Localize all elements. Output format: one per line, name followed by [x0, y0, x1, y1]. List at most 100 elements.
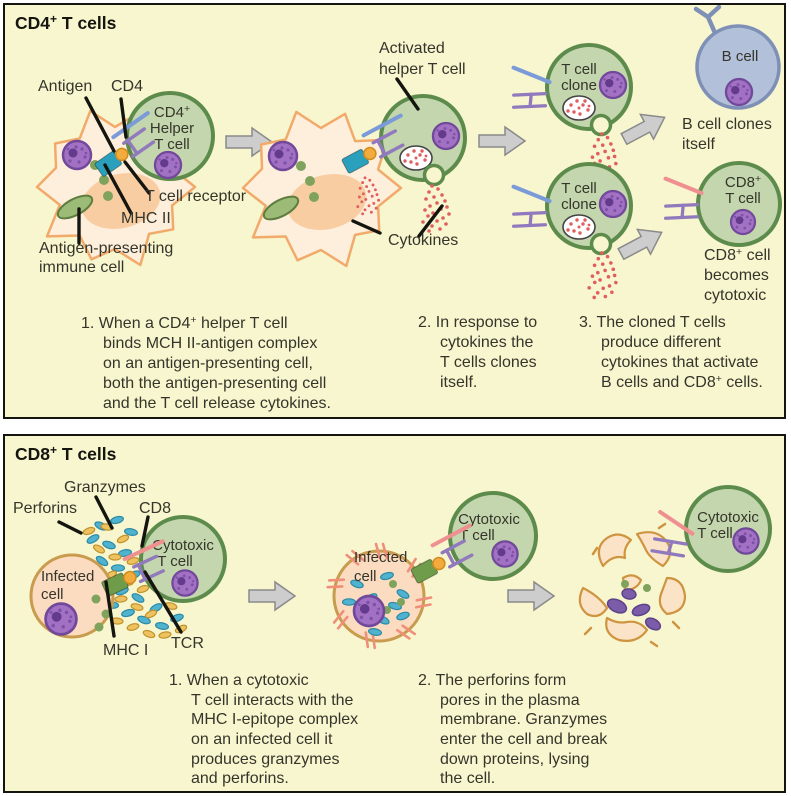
svg-text:the cell.: the cell.	[440, 770, 495, 787]
svg-text:enter the cell and break: enter the cell and break	[440, 731, 608, 748]
cytotoxic-t-cell: Cytotoxic T cell	[643, 485, 772, 573]
label-line-mhc1	[104, 580, 116, 638]
arrow-right-icon	[478, 126, 526, 156]
step-1-text: 1. When a cytotoxic T cell interacts wit…	[169, 672, 358, 787]
svg-text:2. The perforins form: 2. The perforins form	[418, 672, 566, 689]
b-cell: B cell	[693, 5, 781, 110]
t-cell-receptor-label: T cell receptor	[145, 188, 247, 205]
arrow-up-right-icon	[616, 104, 672, 153]
cytokines-label: Cytokines	[388, 232, 458, 249]
antigen-label: Antigen	[38, 78, 92, 95]
cytotoxic-t-cell: Cytotoxic T cell	[448, 491, 538, 581]
cytotoxic-t-cell-label: T cell	[697, 525, 733, 542]
cd8-becomes-label: cytotoxic	[704, 287, 766, 304]
cytotoxic-t-cell-label: Cytotoxic	[458, 511, 520, 528]
label-line-cytokines	[351, 219, 382, 235]
cd4-receptor	[504, 184, 553, 234]
step-2-text: 2. The perforins form pores in the plasm…	[418, 672, 608, 787]
svg-text:down proteins, lysing: down proteins, lysing	[440, 751, 589, 768]
svg-text:cytokines that activate: cytokines that activate	[601, 354, 759, 371]
cytotoxic-t-cell: Cytotoxic T cell	[139, 515, 227, 603]
nucleus	[153, 150, 183, 180]
infected-cell-label: Infected	[354, 549, 407, 566]
cd8-becomes-label: CD8+ cell	[704, 246, 771, 264]
cytokine-dots	[586, 250, 621, 302]
cd4-helper-t-cell: CD4+ Helper T cell	[125, 91, 215, 181]
b-cell-receptor	[693, 5, 722, 36]
nucleus	[724, 77, 754, 107]
arrow-right-icon	[507, 581, 555, 611]
activated-helper-label: Activated	[379, 40, 445, 57]
label-line-tcr	[143, 570, 183, 634]
mhc1-label: MHC I	[103, 642, 148, 659]
svg-text:on an antigen-presenting cell,: on an antigen-presenting cell,	[103, 355, 313, 372]
cytokine-vesicle	[562, 95, 596, 121]
step-1-text: 1. When a CD4+ helper T cell binds MCH I…	[81, 314, 331, 412]
t-cell-clone-label: clone	[561, 77, 597, 94]
nucleus	[491, 540, 519, 568]
cd8-t-cell: CD8+ T cell	[656, 161, 782, 247]
label-line-granzymes	[94, 495, 114, 530]
secretion-notch	[422, 163, 446, 187]
arrow-right-icon	[248, 581, 296, 611]
step-2-text: 2. In response to cytokines the T cells …	[418, 314, 537, 391]
svg-text:both the antigen-presenting ce: both the antigen-presenting cell	[103, 375, 326, 392]
svg-text:T cells clones: T cells clones	[440, 354, 537, 371]
svg-text:and the T cell release cytokin: and the T cell release cytokines.	[103, 395, 331, 412]
nucleus	[598, 70, 628, 100]
cd4-t-cells-panel: CD4+ T cells CD4+ Helper T cell Antigen …	[3, 3, 786, 419]
label-line-mhc2	[103, 163, 133, 215]
activated-helper-t-cell	[379, 94, 467, 187]
b-cell-clones-label: itself	[682, 136, 715, 153]
cd4-receptor	[504, 65, 553, 115]
cd8-label: CD8	[139, 500, 171, 517]
secretion-notch	[589, 232, 613, 256]
helper-t-cell-label: CD4+	[154, 103, 190, 121]
cytotoxic-t-cell-label: T cell	[157, 553, 193, 570]
cytotoxic-t-cell-label: Cytotoxic	[697, 509, 759, 526]
b-cell-clones-label: B cell clones	[682, 116, 772, 133]
svg-text:produces granzymes: produces granzymes	[191, 751, 340, 768]
nucleus	[44, 602, 78, 636]
svg-text:T cell interacts with the: T cell interacts with the	[191, 692, 354, 709]
nucleus	[171, 569, 199, 597]
panel1-title: CD4+ T cells	[15, 12, 117, 33]
activated-helper-label: helper T cell	[379, 61, 466, 78]
t-cell-clone-label: T cell	[561, 61, 597, 78]
svg-text:itself.: itself.	[440, 374, 477, 391]
label-line-tcr	[123, 160, 151, 195]
secretion-notch	[589, 113, 613, 137]
svg-text:cytokines the: cytokines the	[440, 334, 533, 351]
nucleus	[352, 594, 386, 628]
svg-text:2. In response to: 2. In response to	[418, 314, 537, 331]
label-line-antigen	[84, 96, 116, 153]
cd8-t-cell-label: T cell	[725, 190, 761, 207]
svg-text:B cells and CD8+ cells.: B cells and CD8+ cells.	[601, 373, 763, 391]
label-line-cd4	[119, 97, 128, 139]
apc-label: Antigen-presenting	[39, 240, 173, 257]
cd8-t-cell-label: CD8+	[725, 173, 761, 191]
cytotoxic-t-cell-label: Cytotoxic	[152, 537, 214, 554]
svg-text:membrane. Granzymes: membrane. Granzymes	[440, 711, 607, 728]
svg-text:binds MCH II-antigen complex: binds MCH II-antigen complex	[103, 335, 317, 352]
infected-cell-label: cell	[354, 568, 377, 585]
nucleus	[732, 527, 760, 555]
granzymes-label: Granzymes	[64, 479, 146, 496]
svg-text:1. When a CD4+ helper T cell: 1. When a CD4+ helper T cell	[81, 314, 288, 332]
svg-text:3. The cloned T cells: 3. The cloned T cells	[579, 314, 726, 331]
panel2-title: CD8+ T cells	[15, 443, 117, 464]
svg-text:1. When a cytotoxic: 1. When a cytotoxic	[169, 672, 309, 689]
label-line-activated	[395, 77, 420, 111]
t-cell-clone-label: clone	[561, 196, 597, 213]
infected-cell-label: cell	[41, 586, 64, 603]
infected-cell-with-pores: Infected cell	[326, 542, 433, 650]
step-3-text: 3. The cloned T cells produce different …	[579, 314, 763, 391]
cd8-t-cells-panel: CD8+ T cells Infected cell Cytotoxic T c…	[3, 434, 786, 793]
t-cell-clone-1: T cell clone	[504, 43, 633, 137]
label-line-cd8	[140, 515, 150, 548]
b-cell-label: B cell	[722, 48, 759, 65]
helper-t-cell-label: T cell	[154, 136, 190, 153]
label-line-cytokines	[417, 204, 444, 238]
cytotoxic-t-cell-label: T cell	[459, 527, 495, 544]
infected-cell-label: Infected	[41, 568, 94, 585]
